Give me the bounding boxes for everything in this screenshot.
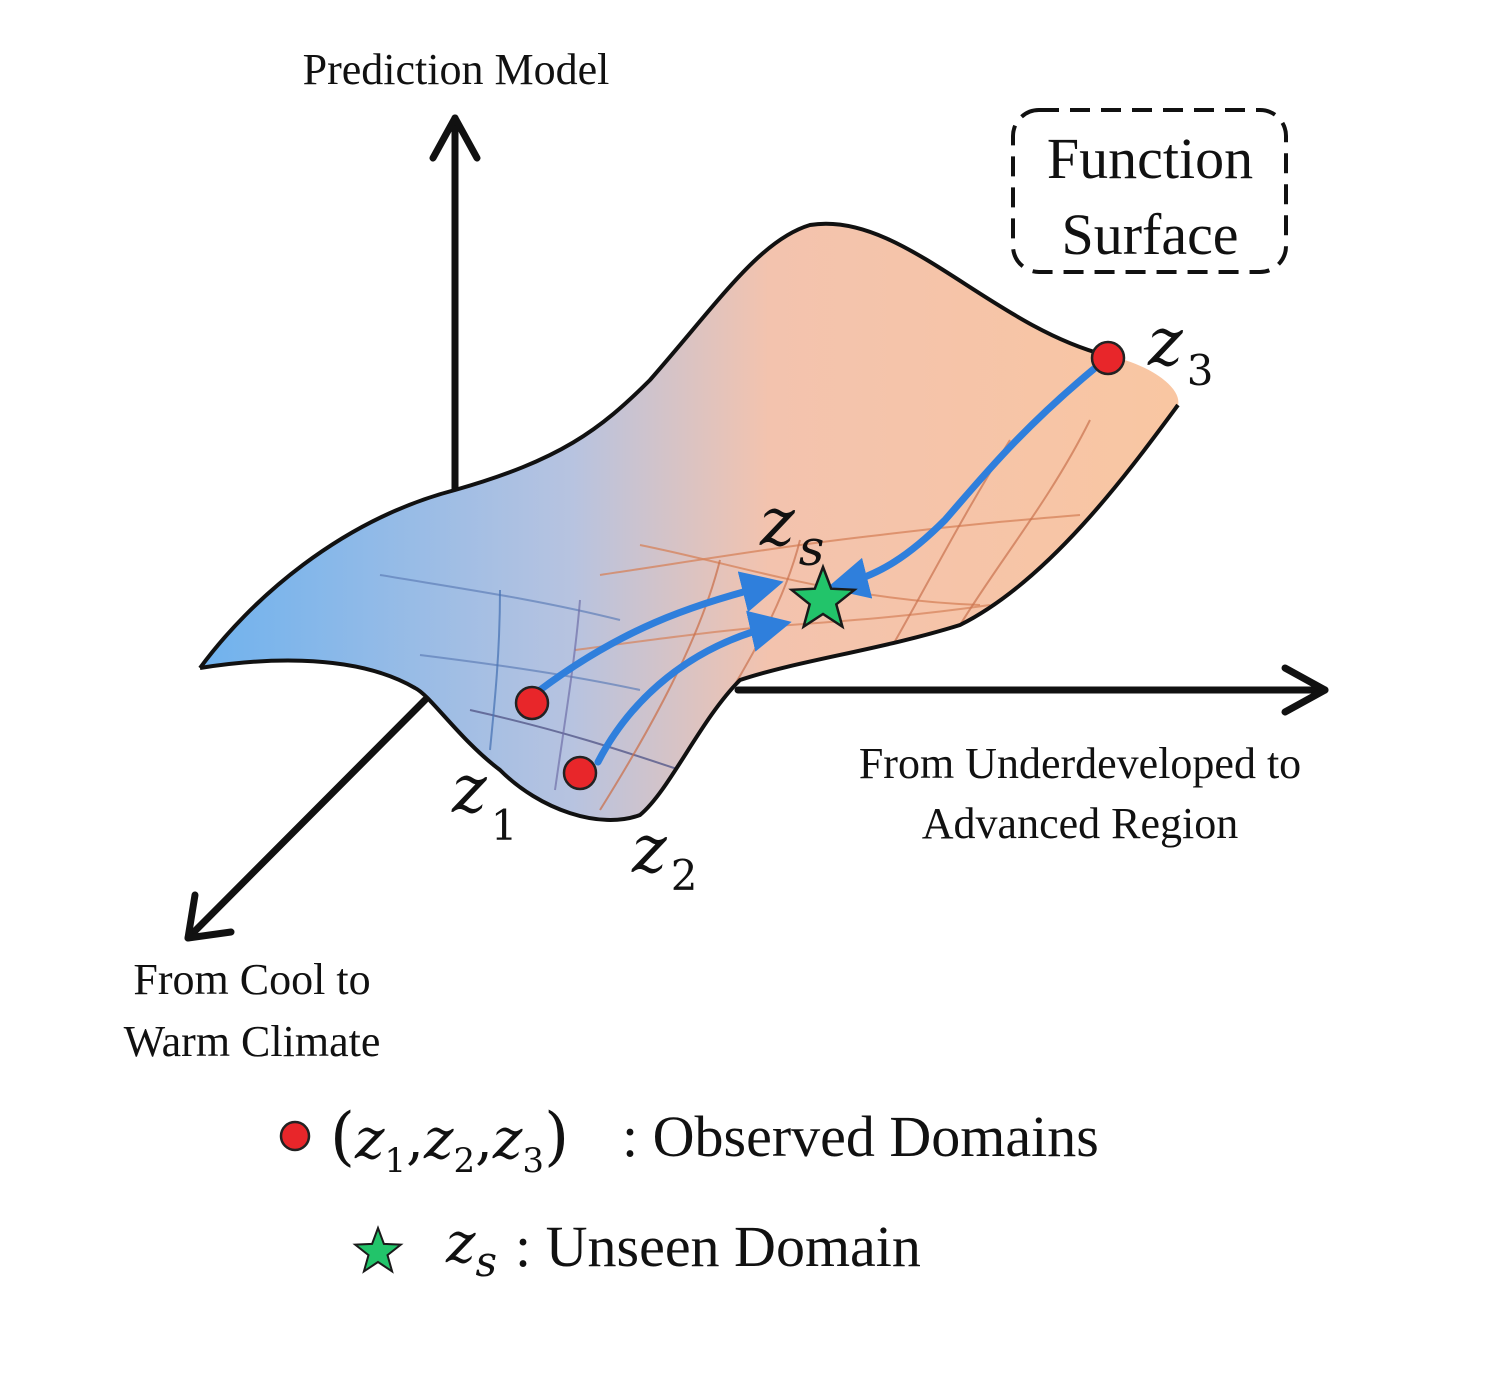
- vertical-axis-arrowhead: [429, 114, 481, 162]
- grid-line: [959, 419, 1091, 626]
- grid-line: [379, 574, 621, 621]
- legend: (z1,z2,z3) : Observed Domains zs : Unsee…: [279, 1100, 1099, 1286]
- horizontal-axis-label-line2: Advanced Region: [922, 799, 1238, 848]
- axis-labels: Prediction Model From Underdeveloped to …: [124, 45, 1302, 1066]
- horizontal-axis-label-line1: From Underdeveloped to: [859, 739, 1301, 788]
- function-surface-box: Function Surface: [1011, 108, 1288, 274]
- unseen-star: [788, 563, 858, 630]
- depth-axis-label-line1: From Cool to: [133, 955, 370, 1004]
- surface-fill: [200, 223, 1179, 820]
- function-surface-box-border: [1011, 108, 1288, 274]
- legend-observed-text: : Observed Domains: [622, 1104, 1099, 1169]
- label-zs: zs: [759, 484, 824, 577]
- point-z2: [562, 755, 598, 791]
- depth-axis-arrowhead: [184, 891, 235, 942]
- function-surface: [198, 221, 1180, 822]
- function-surface-box-line1: Function: [1047, 126, 1253, 191]
- grid-line: [469, 709, 681, 771]
- grid-line: [599, 514, 1081, 576]
- legend-observed-marker: [279, 1120, 311, 1152]
- legend-unseen-symbol: zs: [445, 1211, 497, 1286]
- legend-unseen-marker: [352, 1225, 404, 1274]
- point-z1: [514, 685, 550, 721]
- label-z2: z2: [631, 811, 698, 900]
- observed-points: [514, 340, 1126, 791]
- grid-line: [554, 599, 581, 791]
- surface-grid: [379, 419, 1091, 811]
- arrow-z3-to-zs: [826, 364, 1099, 599]
- surface-outline: [198, 221, 1180, 822]
- grid-line: [489, 589, 501, 751]
- point-labels: z1 z2 z3 zs: [451, 304, 1214, 900]
- grid-line: [599, 559, 721, 811]
- legend-unseen-text: : Unseen Domain: [515, 1214, 921, 1279]
- transfer-arrows: [536, 364, 1099, 766]
- depth-axis: [184, 696, 429, 942]
- label-z1: z1: [451, 751, 518, 850]
- point-z3: [1090, 340, 1126, 376]
- label-z3: z3: [1147, 304, 1214, 395]
- arrow-z1-to-zs: [536, 571, 784, 694]
- axes: [184, 114, 1329, 942]
- arrow-z2-to-zs: [594, 610, 792, 766]
- vertical-axis-label: Prediction Model: [303, 45, 610, 94]
- horizontal-axis-arrowhead: [1281, 664, 1329, 716]
- depth-axis-label-line2: Warm Climate: [124, 1017, 381, 1066]
- grid-line: [639, 544, 981, 606]
- legend-observed-tuple: (z1,z2,z3): [330, 1100, 569, 1181]
- function-surface-box-line2: Surface: [1061, 202, 1238, 267]
- grid-line: [419, 654, 641, 691]
